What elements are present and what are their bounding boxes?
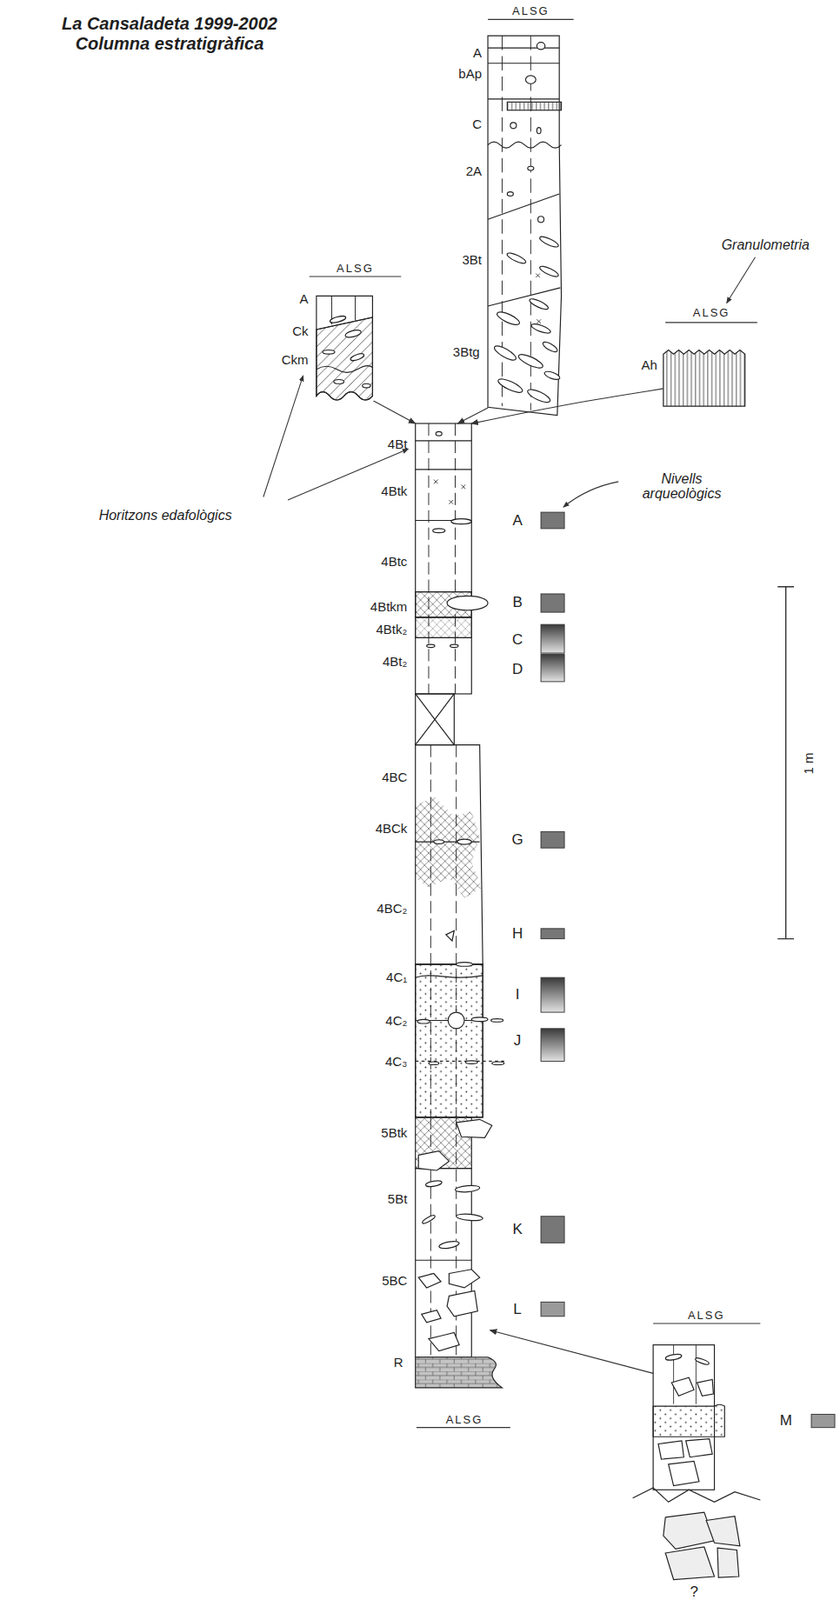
horizon-label: 3Btg — [453, 345, 480, 360]
main-column — [415, 423, 506, 1388]
column-box: ALSG — [316, 295, 374, 404]
horizon-label: 4C₃ — [385, 1053, 407, 1069]
scale-bar — [777, 586, 794, 940]
level-letter: A — [512, 512, 522, 529]
leader-arrows — [263, 257, 756, 508]
horizon-label: 5Bt — [387, 1192, 408, 1207]
ah-inset-column — [663, 350, 746, 407]
alsg-heading: ALSG — [336, 260, 374, 274]
horizon-label: 5BC — [381, 1273, 407, 1289]
horizon-label: C — [472, 117, 482, 133]
horizon-label: 4Bt — [387, 436, 408, 452]
horizon-label: 4Btc — [380, 553, 407, 569]
horizon-label: 4Bt₂ — [382, 653, 407, 669]
annotation: Nivells arqueològics — [629, 471, 734, 502]
horizon-label: 4BCk — [375, 821, 408, 837]
level-letter: L — [513, 1301, 521, 1319]
column-box: ALSG — [653, 1345, 717, 1580]
horizon-label: 4BC — [381, 770, 407, 786]
bottom-inset-column — [633, 1345, 761, 1580]
level-letter: C — [512, 632, 523, 649]
horizon-label: 4C₂ — [385, 1013, 407, 1029]
alsg-heading: ALSG — [512, 3, 550, 17]
horizon-label: A — [299, 292, 308, 307]
horizon-label: bAp — [458, 66, 482, 81]
horizon-label: 4C₁ — [386, 970, 407, 986]
level-letter: D — [512, 661, 523, 679]
level-markers — [540, 512, 835, 1428]
annotation: Granulometria — [721, 237, 810, 254]
alsg-lines — [309, 19, 761, 1427]
connector-arrow — [489, 1330, 654, 1374]
horizon-label: R — [393, 1355, 404, 1371]
column-box: ALSG — [663, 352, 747, 409]
upper-column — [487, 35, 561, 416]
horizon-label: 4BC₂ — [376, 900, 407, 916]
level-letter: I — [515, 986, 520, 1004]
alsg-heading: ALSG — [446, 1412, 484, 1426]
level-letter: J — [513, 1033, 522, 1050]
horizon-label: Ckm — [281, 353, 309, 368]
horizon-label: Ck — [292, 324, 308, 340]
horizon-label: Ah — [641, 358, 658, 374]
column-box: ALSG — [415, 423, 500, 1388]
horizon-label: A — [473, 46, 482, 61]
alsg-heading: ALSG — [687, 1307, 726, 1321]
horizon-label: 5Btk — [380, 1126, 407, 1141]
level-letter: K — [512, 1221, 522, 1239]
column-box: ALSG — [487, 35, 562, 416]
alsg-heading: ALSG — [693, 306, 731, 320]
level-letter: B — [512, 593, 522, 611]
annotation: Horitzons edafològics — [99, 507, 233, 524]
horizon-label: 2A — [466, 164, 482, 180]
diagram-title: La Cansaladeta 1999-2002 Columna estrati… — [43, 13, 296, 54]
horizon-label: 1 m — [800, 752, 816, 774]
horizon-label: 4Btk — [380, 483, 407, 499]
level-letter: H — [512, 926, 523, 943]
left-inset-column — [316, 295, 374, 400]
horizon-label: 4Btk₂ — [375, 622, 407, 638]
connector-arrow — [373, 400, 416, 424]
horizon-label: 3Bt — [461, 253, 482, 268]
connector-arrow — [471, 388, 664, 424]
level-letter: ? — [689, 1584, 698, 1600]
level-letter: M — [780, 1413, 793, 1430]
level-letter: G — [511, 832, 523, 849]
horizon-label: 4Btkm — [370, 600, 408, 615]
